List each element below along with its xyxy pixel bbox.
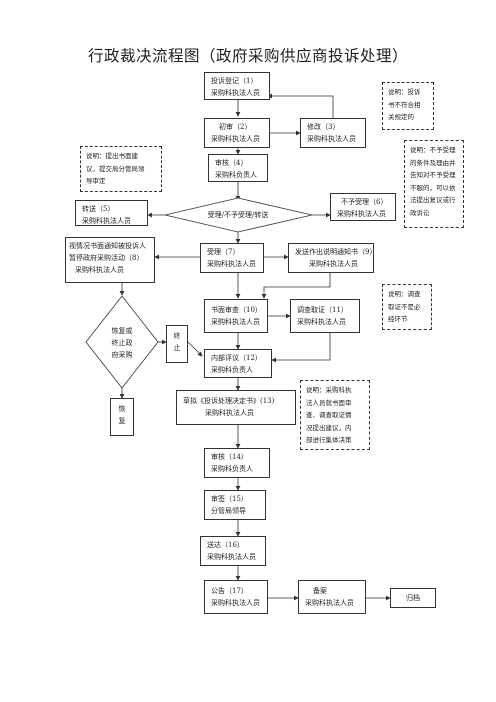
step-filing-role: 采购科执法人员 xyxy=(305,599,354,607)
step-4-role: 采购科负责人 xyxy=(215,171,257,179)
step-5-transfer: 转送（5） 采购科执法人员 xyxy=(75,200,148,226)
terminate-char-2: 止 xyxy=(173,344,181,352)
step-10-written-review: 书面审查（10） 采购科执法人员 xyxy=(204,299,268,333)
step-3-revise: 修改（3） 采购科执法人员 xyxy=(300,118,366,148)
step-17-title: 公告（17） xyxy=(211,587,248,595)
terminate-box: 终 止 xyxy=(166,325,188,363)
restore-char-1: 恢 xyxy=(118,405,126,413)
step-2-initial-review: 初审（2） 采购科执法人员 xyxy=(204,118,270,148)
step-14-role: 采购科负责人 xyxy=(211,465,253,473)
step-3-role: 采购科执法人员 xyxy=(307,135,356,143)
step-8-role: 采购科执法人员 xyxy=(75,266,124,274)
step-12-internal-review: 内部评议（12） 采购科负责人 xyxy=(204,349,272,378)
step-16-delivery: 送达（16） 采购科执法人员 xyxy=(200,536,266,566)
step-16-role: 采购科执法人员 xyxy=(207,553,256,561)
step-13-draft-decision: 草拟《投诉处理决定书》(13) 采购科执法人员 xyxy=(176,390,296,425)
step-12-title: 内部评议（12） xyxy=(211,354,262,362)
step-2-role: 采购科执法人员 xyxy=(211,135,260,143)
step-15-role: 分管局领导 xyxy=(211,507,246,515)
step-1-role: 采购科执法人员 xyxy=(211,89,260,97)
step-2-title: 初审（2） xyxy=(219,123,252,131)
step-13-role: 采购科执法人员 xyxy=(205,409,254,417)
note-collective-decision: 说明：采购科执 法人员就书面审 查、调查取证情 况提出建议，内 部进行集体决策 xyxy=(300,380,370,450)
step-10-role: 采购科执法人员 xyxy=(211,318,260,326)
decision-resume-label: 恢复或 终止政 府采购 xyxy=(94,325,150,361)
step-3-title: 修改（3） xyxy=(307,123,340,131)
step-7-accept: 受理（7） 采购科执法人员 xyxy=(200,243,264,273)
step-15-title: 审签（15） xyxy=(211,495,248,503)
step-9-notice: 发送作出说明通知书（9） 采购科执法人员 xyxy=(288,243,377,273)
step-8-line1: 视情况书面通知被投诉人 xyxy=(69,242,146,250)
step-15-sign-off: 审签（15） 分管局领导 xyxy=(204,490,266,520)
step-14-approval: 审核（14） 采购科负责人 xyxy=(204,448,270,478)
step-1-title: 投诉登记（1） xyxy=(211,77,258,85)
step-1-registration: 投诉登记（1） 采购科执法人员 xyxy=(204,72,270,100)
step-4-title: 审核（4） xyxy=(215,159,248,167)
step-6-reject: 不予受理（6） 采购科执法人员 xyxy=(330,193,396,221)
page-title: 行政裁决流程图（政府采购供应商投诉处理） xyxy=(87,47,408,65)
step-7-role: 采购科执法人员 xyxy=(207,260,256,268)
step-11-title: 调查取证（11） xyxy=(297,306,348,314)
restore-box: 恢 复 xyxy=(110,398,134,436)
step-13-title: 草拟《投诉处理决定书》(13) xyxy=(183,397,275,405)
decision-accept-diamond xyxy=(164,197,313,233)
resume-line-2: 终止政 xyxy=(111,339,133,347)
resume-line-1: 恢复或 xyxy=(111,327,133,335)
step-filing: 备案 采购科执法人员 xyxy=(298,580,366,614)
step-5-title: 转送（5） xyxy=(82,205,115,213)
step-8-line2: 暂停政府采购活动（8） xyxy=(69,254,144,262)
note-written-proposal: 说明：提出书面建 议，提交局分管局领 导审定 xyxy=(80,146,162,192)
step-7-title: 受理（7） xyxy=(207,248,240,256)
step-17-publish: 公告（17） 采购科执法人员 xyxy=(204,580,268,614)
step-12-role: 采购科负责人 xyxy=(211,366,253,374)
note-invalid-complaint: 说明：投诉 书不符合相 关规定的 xyxy=(382,82,434,130)
step-6-role: 采购科执法人员 xyxy=(337,210,386,218)
step-8-suspend: 视情况书面通知被投诉人 暂停政府采购活动（8） 采购科执法人员 xyxy=(65,237,155,283)
terminate-char-1: 终 xyxy=(173,332,181,340)
step-archive-label: 归档 xyxy=(406,594,420,602)
step-archive: 归档 xyxy=(390,588,436,608)
step-4-approval: 审核（4） 采购科负责人 xyxy=(208,154,268,182)
restore-char-2: 复 xyxy=(118,417,126,425)
decision-resume-diamond xyxy=(85,295,159,389)
step-14-title: 审核（14） xyxy=(211,453,248,461)
step-6-title: 不予受理（6） xyxy=(341,198,388,206)
step-11-role: 采购科执法人员 xyxy=(297,318,346,326)
step-11-investigation: 调查取证（11） 采购科执法人员 xyxy=(290,299,360,333)
note-investigation-optional: 说明：调查 取证不是必 经环节 xyxy=(382,284,432,330)
step-10-title: 书面审查（10） xyxy=(211,306,262,314)
step-17-role: 采购科执法人员 xyxy=(211,599,260,607)
step-16-title: 送达（16） xyxy=(207,541,244,549)
step-9-role: 采购科执法人员 xyxy=(309,260,358,268)
resume-line-3: 府采购 xyxy=(111,351,133,359)
step-filing-title: 备案 xyxy=(313,587,327,595)
step-9-title: 发送作出说明通知书（9） xyxy=(295,248,377,256)
decision-accept-label: 受理/不予受理/转送 xyxy=(207,211,269,219)
note-rejection-reasons: 说明：不予受理 的条件及理由并 告知对不予受理 不服的，可以依 法提出复议或行 … xyxy=(404,140,464,228)
step-5-role: 采购科执法人员 xyxy=(82,217,131,225)
